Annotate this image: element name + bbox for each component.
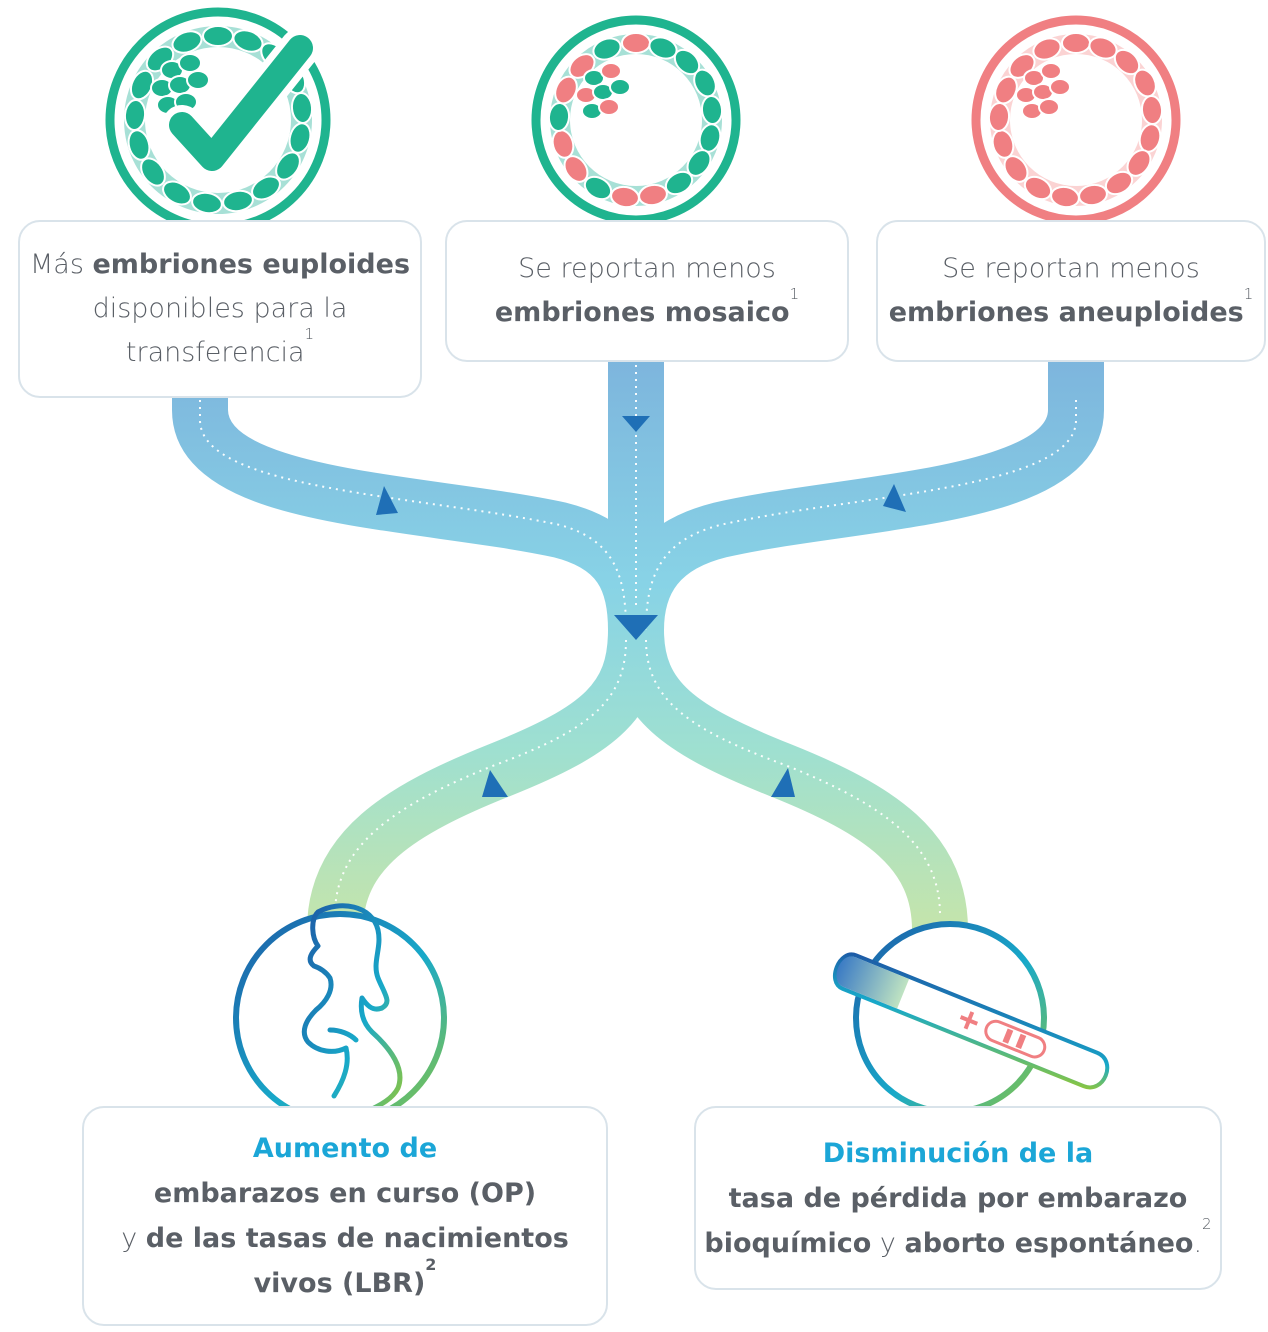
card-op-line2: embarazos en curso (OP) — [153, 1178, 537, 1209]
path-right-split — [608, 629, 968, 932]
pregnant-woman-icon — [233, 903, 447, 1125]
card-loss-accent: Disminución de la — [822, 1137, 1094, 1169]
dotted-guides — [199, 365, 1077, 916]
card-euploid-line2: disponibles para la — [92, 293, 348, 324]
arrow-left-upper — [376, 486, 398, 515]
card-pregnancy-loss: Disminución de la tasa de pérdida por em… — [694, 1106, 1222, 1290]
card-aneuploid-line2: embriones aneuploides1 — [888, 285, 1254, 329]
card-aneuploid: Se reportan menos embriones aneuploides1 — [876, 220, 1266, 362]
flow-arrows — [376, 416, 906, 797]
pregnancy-test-icon — [832, 921, 1110, 1115]
arrow-down-center — [614, 615, 658, 640]
arrow-right-lower — [771, 768, 795, 797]
card-op-line4: vivos (LBR)2 — [253, 1255, 437, 1300]
card-mosaic-line1: Se reportan menos — [518, 253, 776, 284]
card-loss-line3: bioquímico y aborto espontáneo.2 — [704, 1214, 1212, 1259]
card-euploid-line1: Más embriones euploides — [29, 249, 411, 280]
card-aneuploid-line1: Se reportan menos — [942, 253, 1200, 284]
arrow-right-upper — [883, 484, 906, 512]
aneuploid-embryo-icon — [971, 15, 1181, 225]
flow-paths — [172, 360, 1104, 932]
path-right-merge — [608, 360, 1104, 631]
card-mosaic-line2: embriones mosaico1 — [494, 285, 800, 329]
card-mosaic: Se reportan menos embriones mosaico1 — [445, 220, 849, 362]
euploid-embryo-check-icon — [105, 7, 331, 233]
mosaic-embryo-icon — [531, 15, 741, 225]
card-op-line3: y de las tasas de nacimientos — [121, 1223, 569, 1254]
card-ongoing-pregnancy: Aumento de embarazos en curso (OP) y de … — [82, 1106, 608, 1326]
arrow-down-top — [622, 416, 650, 432]
card-loss-line2: tasa de pérdida por embarazo — [728, 1182, 1188, 1214]
path-left-split — [307, 629, 664, 932]
card-euploid-line3: transferencia1 — [125, 325, 315, 369]
arrow-left-lower — [482, 770, 508, 797]
path-left-merge — [172, 360, 664, 631]
card-op-accent: Aumento de — [252, 1133, 438, 1164]
card-euploid: Más embriones euploides disponibles para… — [18, 220, 422, 398]
